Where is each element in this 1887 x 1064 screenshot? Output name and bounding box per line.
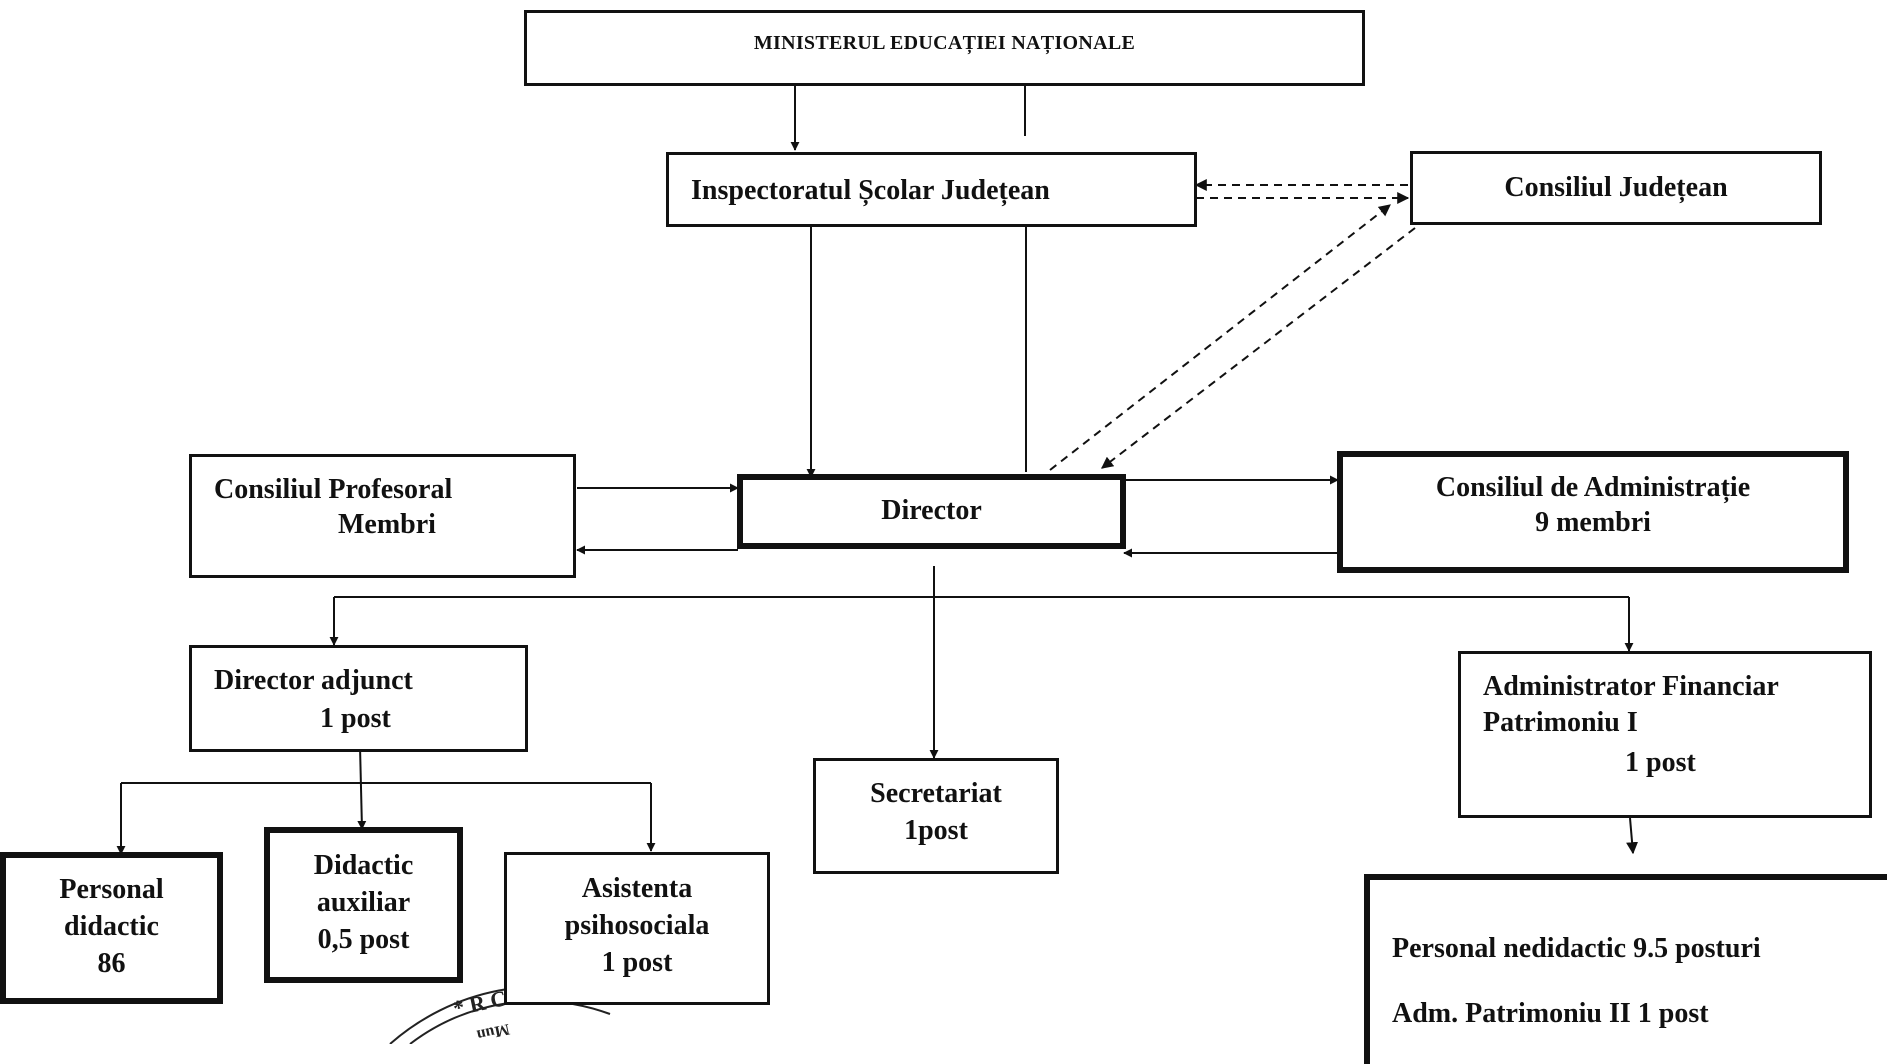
ministry-label: MINISTERUL EDUCAȚIEI NAȚIONALE	[753, 32, 1136, 54]
personal-didactic-line1: Personal	[59, 874, 164, 905]
administrator-financiar-line1: Administrator Financiar	[1483, 671, 1779, 702]
isj-box: Inspectoratul Școlar Județean	[666, 152, 1197, 227]
didactic-auxiliar-line2: auxiliar	[316, 887, 411, 918]
consiliul-administratie-box: Consiliul de Administrație 9 membri	[1337, 451, 1849, 573]
didactic-auxiliar-line3: 0,5 post	[317, 924, 410, 955]
administrator-financiar-box: Administrator Financiar Patrimoniu I 1 p…	[1458, 651, 1872, 818]
secretariat-line1: Secretariat	[870, 778, 1002, 809]
personal-nedidactic-line2: Adm. Patrimoniu II 1 post	[1392, 998, 1709, 1029]
personal-nedidactic-line1: Personal nedidactic 9.5 posturi	[1392, 933, 1761, 964]
consiliul-profesoral-line1: Consiliul Profesoral	[214, 474, 453, 505]
administrator-financiar-line2: Patrimoniu I	[1483, 707, 1638, 738]
svg-text:Mun: Mun	[475, 1020, 511, 1043]
director-adjunct-box: Director adjunct 1 post	[189, 645, 528, 752]
director-adjunct-line1: Director adjunct	[214, 665, 413, 696]
didactic-auxiliar-line1: Didactic	[313, 850, 414, 881]
personal-didactic-line2: didactic	[64, 911, 159, 942]
arrow-director-to-cj	[1049, 204, 1391, 471]
isj-label: Inspectoratul Școlar Județean	[691, 175, 1050, 206]
director-label: Director	[881, 495, 982, 526]
consiliul-administratie-line2: 9 membri	[1535, 507, 1651, 538]
administrator-financiar-line3: 1 post	[1625, 747, 1696, 778]
consiliul-profesoral-line2: Membri	[338, 509, 436, 540]
consiliul-profesoral-box: Consiliul Profesoral Membri	[189, 454, 576, 578]
asistenta-line2: psihosociala	[564, 910, 710, 941]
consiliul-administratie-line1: Consiliul de Administrație	[1435, 472, 1751, 503]
director-box: Director	[737, 474, 1126, 549]
arrow-cj-to-director	[1101, 227, 1416, 469]
asistenta-line1: Asistenta	[581, 873, 693, 904]
ministry-box: MINISTERUL EDUCAȚIEI NAȚIONALE	[524, 10, 1365, 86]
secretariat-box: Secretariat 1post	[813, 758, 1059, 874]
secretariat-line2: 1post	[904, 815, 968, 846]
personal-didactic-line3: 86	[97, 948, 126, 979]
personal-nedidactic-box: Personal nedidactic 9.5 posturi Adm. Pat…	[1364, 874, 1887, 1064]
asistenta-line3: 1 post	[601, 947, 673, 978]
arrow-to-didactic-auxiliar	[357, 745, 367, 830]
consiliul-judetean-box: Consiliul Județean	[1410, 151, 1822, 225]
consiliul-judetean-label: Consiliul Județean	[1504, 172, 1728, 203]
personal-didactic-box: Personal didactic 86	[0, 852, 223, 1004]
arrow-to-personal-nedidactic	[1626, 817, 1639, 855]
didactic-auxiliar-box: Didactic auxiliar 0,5 post	[264, 827, 463, 983]
director-adjunct-line2: 1 post	[320, 703, 391, 734]
asistenta-box: Asistenta psihosociala 1 post	[504, 852, 770, 1005]
